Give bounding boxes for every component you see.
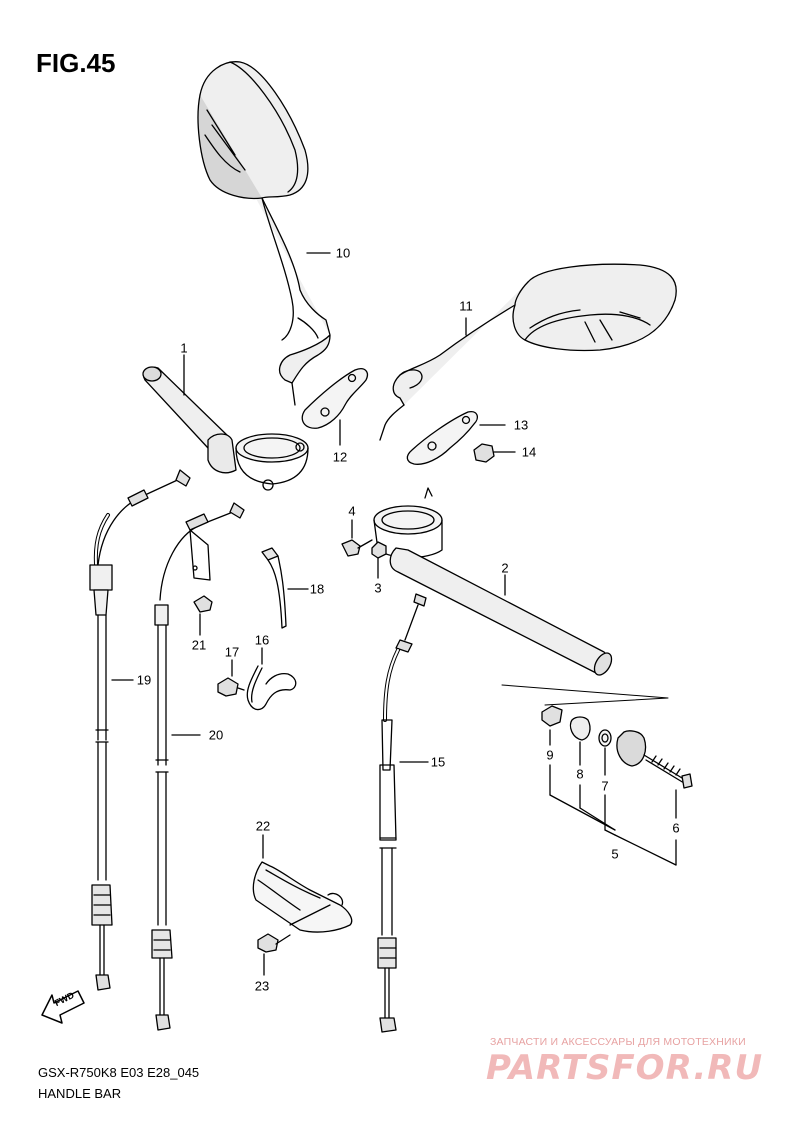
callout-22: 22 — [255, 818, 271, 834]
callout-23: 23 — [254, 978, 270, 994]
clamp-nut — [371, 541, 387, 579]
callout-21: 21 — [191, 637, 207, 653]
bar-end-weight — [541, 705, 693, 866]
callout-10: 10 — [335, 245, 351, 261]
watermark-brand: PARTSFOR.RU — [486, 1048, 764, 1088]
callout-19: 19 — [136, 672, 152, 688]
clutch-cable — [377, 593, 429, 1033]
mirror-left — [197, 61, 331, 406]
bracket-left — [301, 368, 369, 446]
callout-11: 11 — [459, 298, 473, 314]
callout-5: 5 — [611, 846, 619, 862]
clamp-bolt — [341, 519, 373, 557]
callout-3: 3 — [374, 580, 382, 596]
figure-name: HANDLE BAR — [38, 1086, 122, 1101]
callout-18: 18 — [309, 581, 325, 597]
callout-7: 7 — [601, 778, 609, 794]
callout-4: 4 — [348, 503, 356, 519]
callout-1: 1 — [180, 340, 188, 356]
watermark-subtitle: ЗАПЧАСТИ И АКСЕССУАРЫ ДЛЯ МОТОТЕХНИКИ — [490, 1036, 746, 1048]
throttle-cable-1 — [89, 469, 191, 991]
callout-15: 15 — [430, 754, 446, 770]
callout-16: 16 — [254, 632, 270, 648]
throttle-cable-2 — [151, 502, 245, 1031]
callout-6: 6 — [672, 820, 680, 836]
callout-8: 8 — [576, 766, 584, 782]
clamp-screw — [193, 595, 213, 636]
callout-13: 13 — [513, 417, 529, 433]
cable-tie — [261, 547, 309, 629]
callout-12: 12 — [332, 449, 348, 465]
guide-bolt — [217, 659, 245, 697]
callout-9: 9 — [546, 747, 554, 763]
callout-14: 14 — [521, 444, 537, 460]
wire-bracket — [252, 834, 353, 933]
model-code: GSX-R750K8 E03 E28_045 — [38, 1065, 200, 1080]
handlebar-right — [373, 487, 613, 676]
callout-20: 20 — [208, 727, 224, 743]
mirror-right — [379, 263, 677, 441]
bracket-bolt — [257, 933, 291, 976]
callout-17: 17 — [224, 644, 240, 660]
handlebar-left — [142, 354, 309, 491]
figure-title: FIG.45 — [36, 48, 116, 78]
cable-guide — [246, 647, 297, 711]
fwd-arrow-icon — [41, 990, 85, 1024]
nut — [473, 443, 516, 463]
callout-2: 2 — [501, 560, 509, 576]
bracket-right — [406, 411, 506, 465]
